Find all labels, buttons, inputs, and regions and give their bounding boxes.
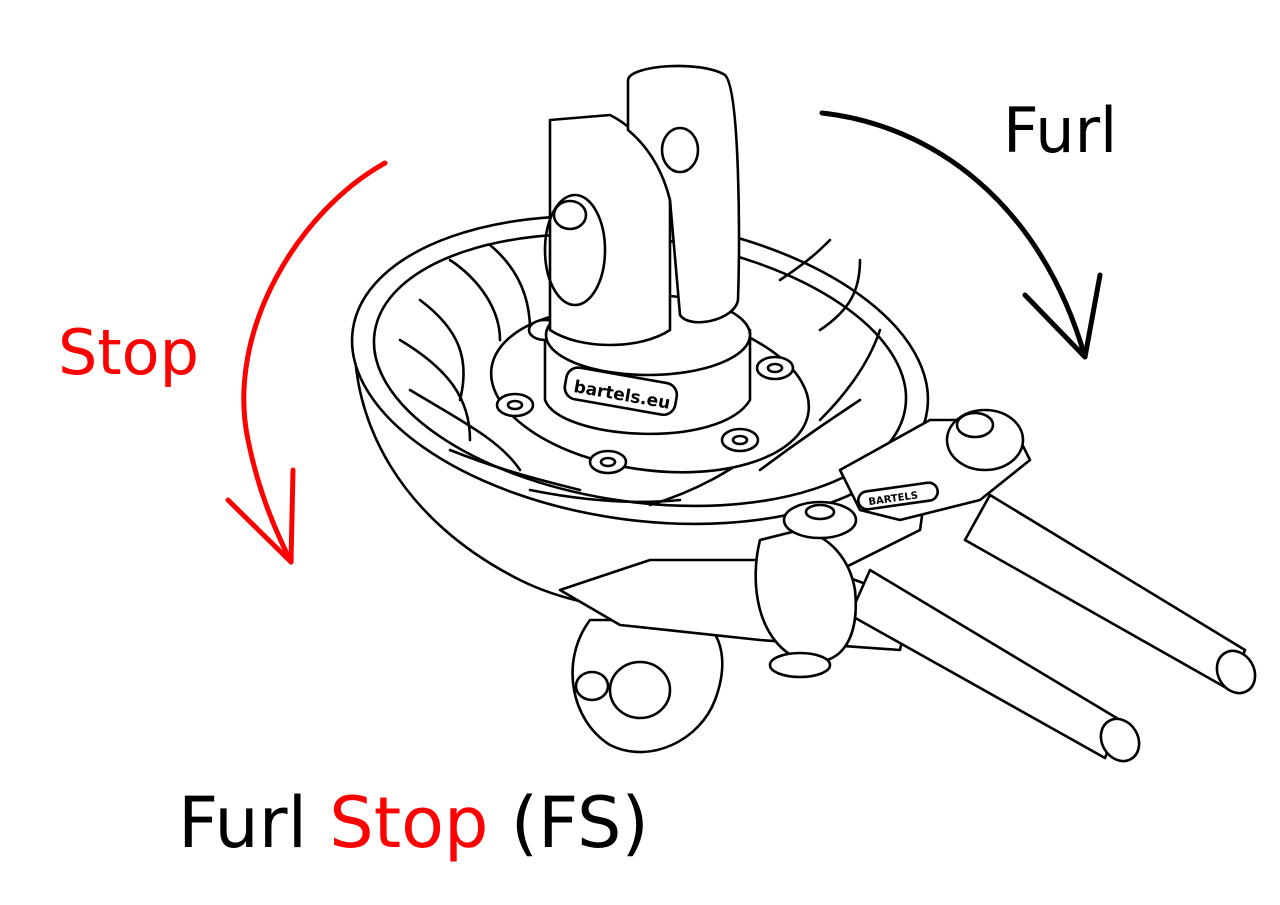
diagram-caption: Furl Stop (FS) [178, 788, 649, 858]
caption-abbrev: (FS) [510, 782, 649, 864]
caption-stop: Stop [329, 782, 489, 864]
furl-direction-label: Furl [1003, 94, 1118, 167]
furl-direction-arrow [819, 110, 1103, 360]
stop-direction-arrow [225, 160, 388, 565]
caption-furl: Furl [178, 782, 308, 864]
furler-device: bartels.eu BARTELS [350, 64, 1257, 763]
stop-direction-label: Stop [58, 316, 199, 389]
